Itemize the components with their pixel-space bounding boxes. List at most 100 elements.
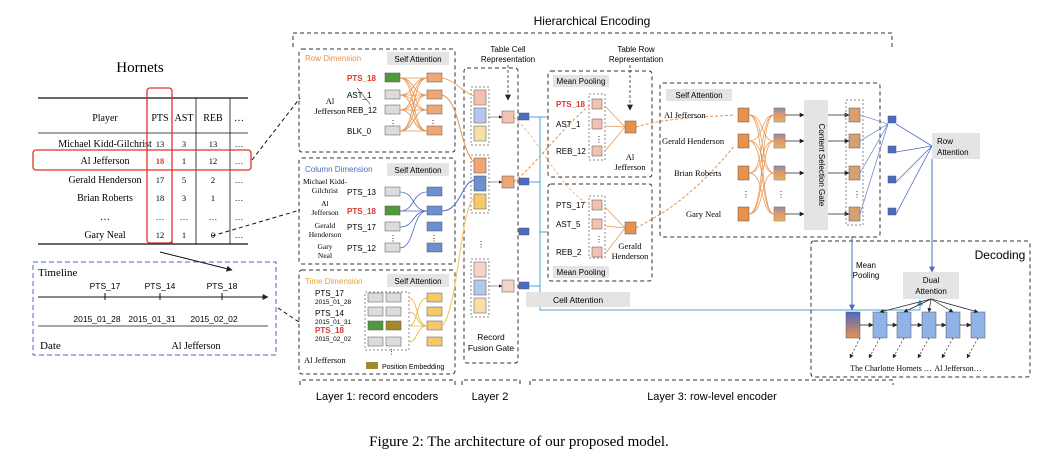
decoder-output-arrow <box>892 337 905 359</box>
table-cell: 2 <box>211 175 215 185</box>
layer2-label: Layer 2 <box>472 391 509 403</box>
l3-connector <box>887 175 897 184</box>
timeline-event-label: PTS_14 <box>145 281 176 291</box>
table-header-cell: AST <box>175 113 194 124</box>
pool-bottom-player-1: Gerald <box>618 241 642 251</box>
table-cell: Michael Kidd-Gilchrist <box>58 139 152 150</box>
col-dim-attention-link <box>399 210 428 228</box>
l2-ellipsis: ⋮ <box>477 240 485 249</box>
table-cell: 18 <box>156 193 165 203</box>
col-dim-ellipsis: ⋮ <box>430 234 438 243</box>
l3-to-row-attention <box>859 114 889 125</box>
table-cell: … <box>235 230 244 240</box>
layer2-box <box>463 67 519 364</box>
row-dim-record-embedding <box>384 125 401 136</box>
pool-top-row-embedding <box>624 120 637 134</box>
l3-gated-embedding <box>848 206 861 222</box>
pool-bottom-ellipsis: ⋮ <box>595 235 603 244</box>
pool-to-l3-link <box>635 114 736 128</box>
l2-fused-top <box>501 110 515 124</box>
dual-attention-arrow <box>930 298 954 313</box>
timeline-player: Al Jefferson <box>172 341 221 352</box>
l2-fused-mid <box>501 175 515 189</box>
l2-stack-mid <box>473 175 487 192</box>
l1-to-l2-link <box>441 77 475 97</box>
pooling-top-title-bg <box>553 75 609 87</box>
col-dim-output-embedding <box>426 242 443 253</box>
time-dim-output-embedding <box>426 292 443 303</box>
l3-attention-link <box>748 140 775 215</box>
col-dim-output-embedding <box>426 221 443 232</box>
column-dimension-box <box>298 157 456 265</box>
time-dim-input-group <box>364 291 410 351</box>
l2-stack-mid <box>473 193 487 210</box>
row-attention-link <box>895 145 933 215</box>
pool-bottom-record-embedding <box>591 199 603 211</box>
pool-top-record-embedding <box>591 98 603 110</box>
layer3-sa-bg <box>666 89 732 101</box>
table-cell: … <box>100 212 110 223</box>
table-cell: … <box>235 156 244 166</box>
l1-to-l2-link <box>441 197 475 327</box>
l2-connector <box>518 227 530 236</box>
row-dim-record-embedding <box>384 104 401 115</box>
col-dim-player-name: Gerald <box>315 221 336 230</box>
table-cell: … <box>235 175 244 185</box>
timeline-event-label: PTS_17 <box>90 281 121 291</box>
col-dim-record-embedding-highlight <box>384 205 401 216</box>
l2-stack-top <box>473 89 487 106</box>
l2-fused-bottom <box>501 279 515 293</box>
l2-stack-mid <box>473 157 487 174</box>
l3-attended-overlay <box>774 207 785 221</box>
link-time-dim <box>277 307 300 323</box>
col-dim-record-label: PTS_17 <box>347 223 376 232</box>
l2-stack-top <box>473 107 487 124</box>
table-header-cell: REB <box>203 113 223 124</box>
pool-bottom-record-label: AST_5 <box>556 220 581 229</box>
col-dim-record-label: PTS_18 <box>347 207 376 216</box>
table-cell: 18 <box>156 156 165 166</box>
l2-stack-bottom <box>473 279 487 296</box>
col-dim-player-name: Gary <box>318 242 333 251</box>
row-highlight <box>32 149 252 171</box>
pooling-bottom-box <box>547 183 653 282</box>
decoding-box <box>810 240 1031 378</box>
l3-attention-link <box>748 172 775 215</box>
col-dim-record-embedding <box>384 221 401 232</box>
pooling-bottom-title: Mean Pooling <box>557 268 606 277</box>
l2-stack-bottom <box>473 261 487 278</box>
l3-attention-link <box>748 114 775 174</box>
l2-to-pool-bottom-link <box>513 116 591 206</box>
pool-bottom-row-embedding <box>624 221 637 235</box>
l3-to-row-attention <box>859 123 889 215</box>
hierarchical-bracket <box>292 32 893 47</box>
table-cell: 1 <box>182 156 186 166</box>
l3-attention-link <box>748 140 775 215</box>
time-dim-position-embedding <box>385 336 402 347</box>
time-dim-record-embedding <box>367 306 384 317</box>
row-dim-record-embedding <box>384 89 401 100</box>
layer3-bracket <box>529 379 894 385</box>
time-dim-position-embedding <box>385 306 402 317</box>
decoder-output-arrow <box>868 337 881 359</box>
pooling-top-box <box>547 70 653 178</box>
l2-to-pool-top-link <box>513 104 591 183</box>
pool-bottom-record-embedding <box>591 218 603 230</box>
row-dim-output-embedding <box>426 104 443 115</box>
layer2-bracket <box>461 379 521 385</box>
table-cell: 13 <box>209 139 218 149</box>
pool-top-group <box>588 93 606 161</box>
table-header-cell: … <box>234 113 244 124</box>
row-dim-record-label: AST_1 <box>347 91 372 100</box>
pool-top-record-label: AST_1 <box>556 120 581 129</box>
table-cell: 0 <box>211 230 215 240</box>
l3-to-row-attention <box>859 123 889 142</box>
cell-attention-label: Cell Attention <box>553 295 603 305</box>
l2-stack-top <box>473 125 487 142</box>
col-dim-title: Column Dimension <box>305 165 373 174</box>
pool-bottom-link <box>604 206 626 229</box>
pool-top-link <box>604 126 626 152</box>
fusion-label-1: Record <box>477 332 505 342</box>
table-cell: … <box>156 212 165 222</box>
table-cell: 3 <box>182 193 186 203</box>
